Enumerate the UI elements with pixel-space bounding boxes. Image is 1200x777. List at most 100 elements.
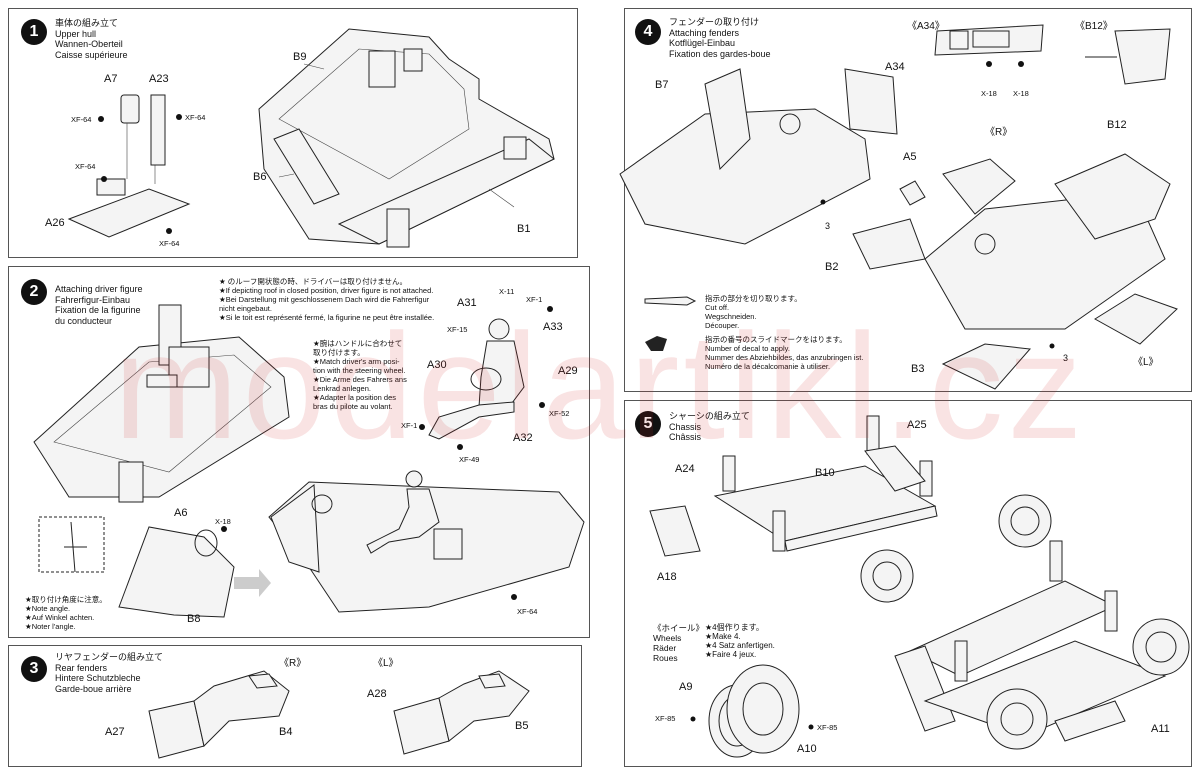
title-fr: Fixation de la figurine <box>55 305 141 315</box>
paint-code: XF-64 <box>517 607 538 616</box>
part-label: A27 <box>105 726 125 738</box>
step-4-panel: 4 フェンダーの取り付け Attaching fenders Kotflügel… <box>619 8 1192 392</box>
part-label: A23 <box>149 73 169 85</box>
paint-code: XF-64 <box>159 239 180 248</box>
cut-note: 指示の部分を切り取ります。 Cut off. Wegschneiden. Déc… <box>705 294 802 330</box>
part-label: B4 <box>279 726 293 738</box>
title-ja: フェンダーの取り付け <box>669 17 760 27</box>
chassis-drawing <box>649 415 1190 758</box>
angle-note: ★取り付け角度に注意。 ★Note angle. ★Auf Winkel ach… <box>25 595 107 631</box>
step-title: リヤフェンダーの組み立て Rear fenders Hintere Schutz… <box>55 652 163 694</box>
title-en: Upper hull <box>55 28 97 39</box>
paint-code: XF-85 <box>817 723 838 732</box>
part-label: B12 <box>1107 119 1127 131</box>
arms-note: ★腕はハンドルに合わせて 取り付けます。 ★Match driver's arm… <box>313 339 407 411</box>
paint-code: XF-64 <box>71 115 92 124</box>
paint-code: XF-49 <box>459 455 480 464</box>
title-fr: Garde-boue arrière <box>55 683 132 694</box>
part-label: A7 <box>104 73 118 85</box>
step-3-panel: 3 リヤフェンダーの組み立て Rear fenders Hintere Schu… <box>8 645 582 767</box>
step-2-panel: 2 Attaching driver figure Fahrerfigur-Ei… <box>8 266 590 638</box>
callout-a34: 《A34》 <box>907 21 945 32</box>
part-label: A26 <box>45 217 65 229</box>
title-de: Fahrerfigur-Einbau <box>55 294 131 305</box>
part-label: B1 <box>517 223 531 235</box>
part-label: A5 <box>903 151 917 163</box>
part-label: A33 <box>543 321 563 333</box>
part-label: A25 <box>907 419 927 431</box>
fenders-drawing <box>619 24 1178 390</box>
rear-fenders-drawing <box>148 670 530 759</box>
step-number: 2 <box>21 279 47 305</box>
part-label: A18 <box>657 571 677 583</box>
side-label-r: 《R》 <box>985 127 1013 138</box>
step-number: 3 <box>21 656 47 682</box>
title-de: Kotflügel-Einbau <box>669 38 736 48</box>
title-ja: リヤフェンダーの組み立て <box>55 652 164 662</box>
title-en: Attaching fenders <box>669 27 740 38</box>
title-ja: シャーシの組み立て <box>669 411 750 421</box>
side-label-l: 《L》 <box>373 658 399 669</box>
step-number: 4 <box>635 19 661 45</box>
part-label: A11 <box>1151 723 1170 735</box>
title-de: Hintere Schutzbleche <box>55 673 141 683</box>
step-number: 5 <box>635 411 661 437</box>
paint-code: XF-85 <box>655 714 676 723</box>
part-label: A32 <box>513 432 533 444</box>
paint-code: X-18 <box>215 517 231 526</box>
paint-code: XF-1 <box>526 295 543 304</box>
callout-b12: 《B12》 <box>1075 21 1113 32</box>
driver-figure-drawing <box>33 304 585 618</box>
part-label: B7 <box>655 79 669 91</box>
title-fr: Châssis <box>669 432 702 442</box>
part-label: B6 <box>253 171 267 183</box>
side-label-r: 《R》 <box>279 658 307 669</box>
title-fr-2: du conducteur <box>55 315 113 326</box>
part-label: A24 <box>675 463 695 475</box>
paint-code: XF-52 <box>549 409 570 418</box>
paint-code: XF-64 <box>75 162 96 171</box>
step-number: 1 <box>21 19 47 45</box>
step-5-panel: 5 シャーシの組み立て Chassis Châssis 《ホイール》 Wheel… <box>624 400 1192 767</box>
part-label: A34 <box>885 61 905 73</box>
decal-ref: 3 <box>1063 353 1069 363</box>
part-label: B9 <box>293 51 307 63</box>
title-de: Wannen-Oberteil <box>55 39 123 49</box>
step-title: 車体の組み立て Upper hull Wannen-Oberteil Caiss… <box>55 18 128 60</box>
paint-code: XF-1 <box>401 421 418 430</box>
step-title: Attaching driver figure Fahrerfigur-Einb… <box>55 284 143 326</box>
wheels-note: ★4個作ります。 ★Make 4. ★4 Satz anfertigen. ★F… <box>705 623 775 659</box>
paint-code: XF-64 <box>185 113 206 122</box>
side-label-l: 《L》 <box>1133 357 1159 368</box>
step-1-panel: 1 車体の組み立て Upper hull Wannen-Oberteil Cai… <box>8 8 578 258</box>
title-en: Attaching driver figure <box>55 284 143 294</box>
paint-code: X-18 <box>981 89 997 98</box>
roof-note: ★ のルーフ開状態の時、ドライバーは取り付けません。 ★If depicting… <box>219 277 435 322</box>
title-en: Chassis <box>669 421 702 432</box>
part-label: A6 <box>174 507 188 519</box>
paint-code: X-11 <box>499 287 515 296</box>
wheels-title: 《ホイール》 Wheels Räder Roues <box>653 623 705 663</box>
paint-code: X-18 <box>1013 89 1029 98</box>
upper-hull-drawing <box>67 28 555 248</box>
paint-code: XF-15 <box>447 325 468 334</box>
part-label: B2 <box>825 261 839 273</box>
step-title: シャーシの組み立て Chassis Châssis <box>669 411 750 443</box>
step-title: フェンダーの取り付け Attaching fenders Kotflügel-E… <box>669 17 771 59</box>
decal-ref: 3 <box>825 221 831 231</box>
part-label: A31 <box>457 297 477 309</box>
title-ja: 車体の組み立て <box>55 18 119 28</box>
title-fr: Caisse supérieure <box>55 49 128 60</box>
part-label: A9 <box>679 681 693 693</box>
part-label: B8 <box>187 613 201 625</box>
part-label: B10 <box>815 467 835 479</box>
part-label: A10 <box>797 743 817 755</box>
part-label: B5 <box>515 720 529 732</box>
part-label: A30 <box>427 359 447 371</box>
decal-note: 指示の番号のスライドマークをはります。 Number of decal to a… <box>705 335 864 371</box>
title-fr: Fixation des gardes-boue <box>669 48 771 59</box>
title-en: Rear fenders <box>55 662 108 673</box>
part-label: A28 <box>367 688 387 700</box>
part-label: B3 <box>911 363 925 375</box>
part-label: A29 <box>558 365 578 377</box>
